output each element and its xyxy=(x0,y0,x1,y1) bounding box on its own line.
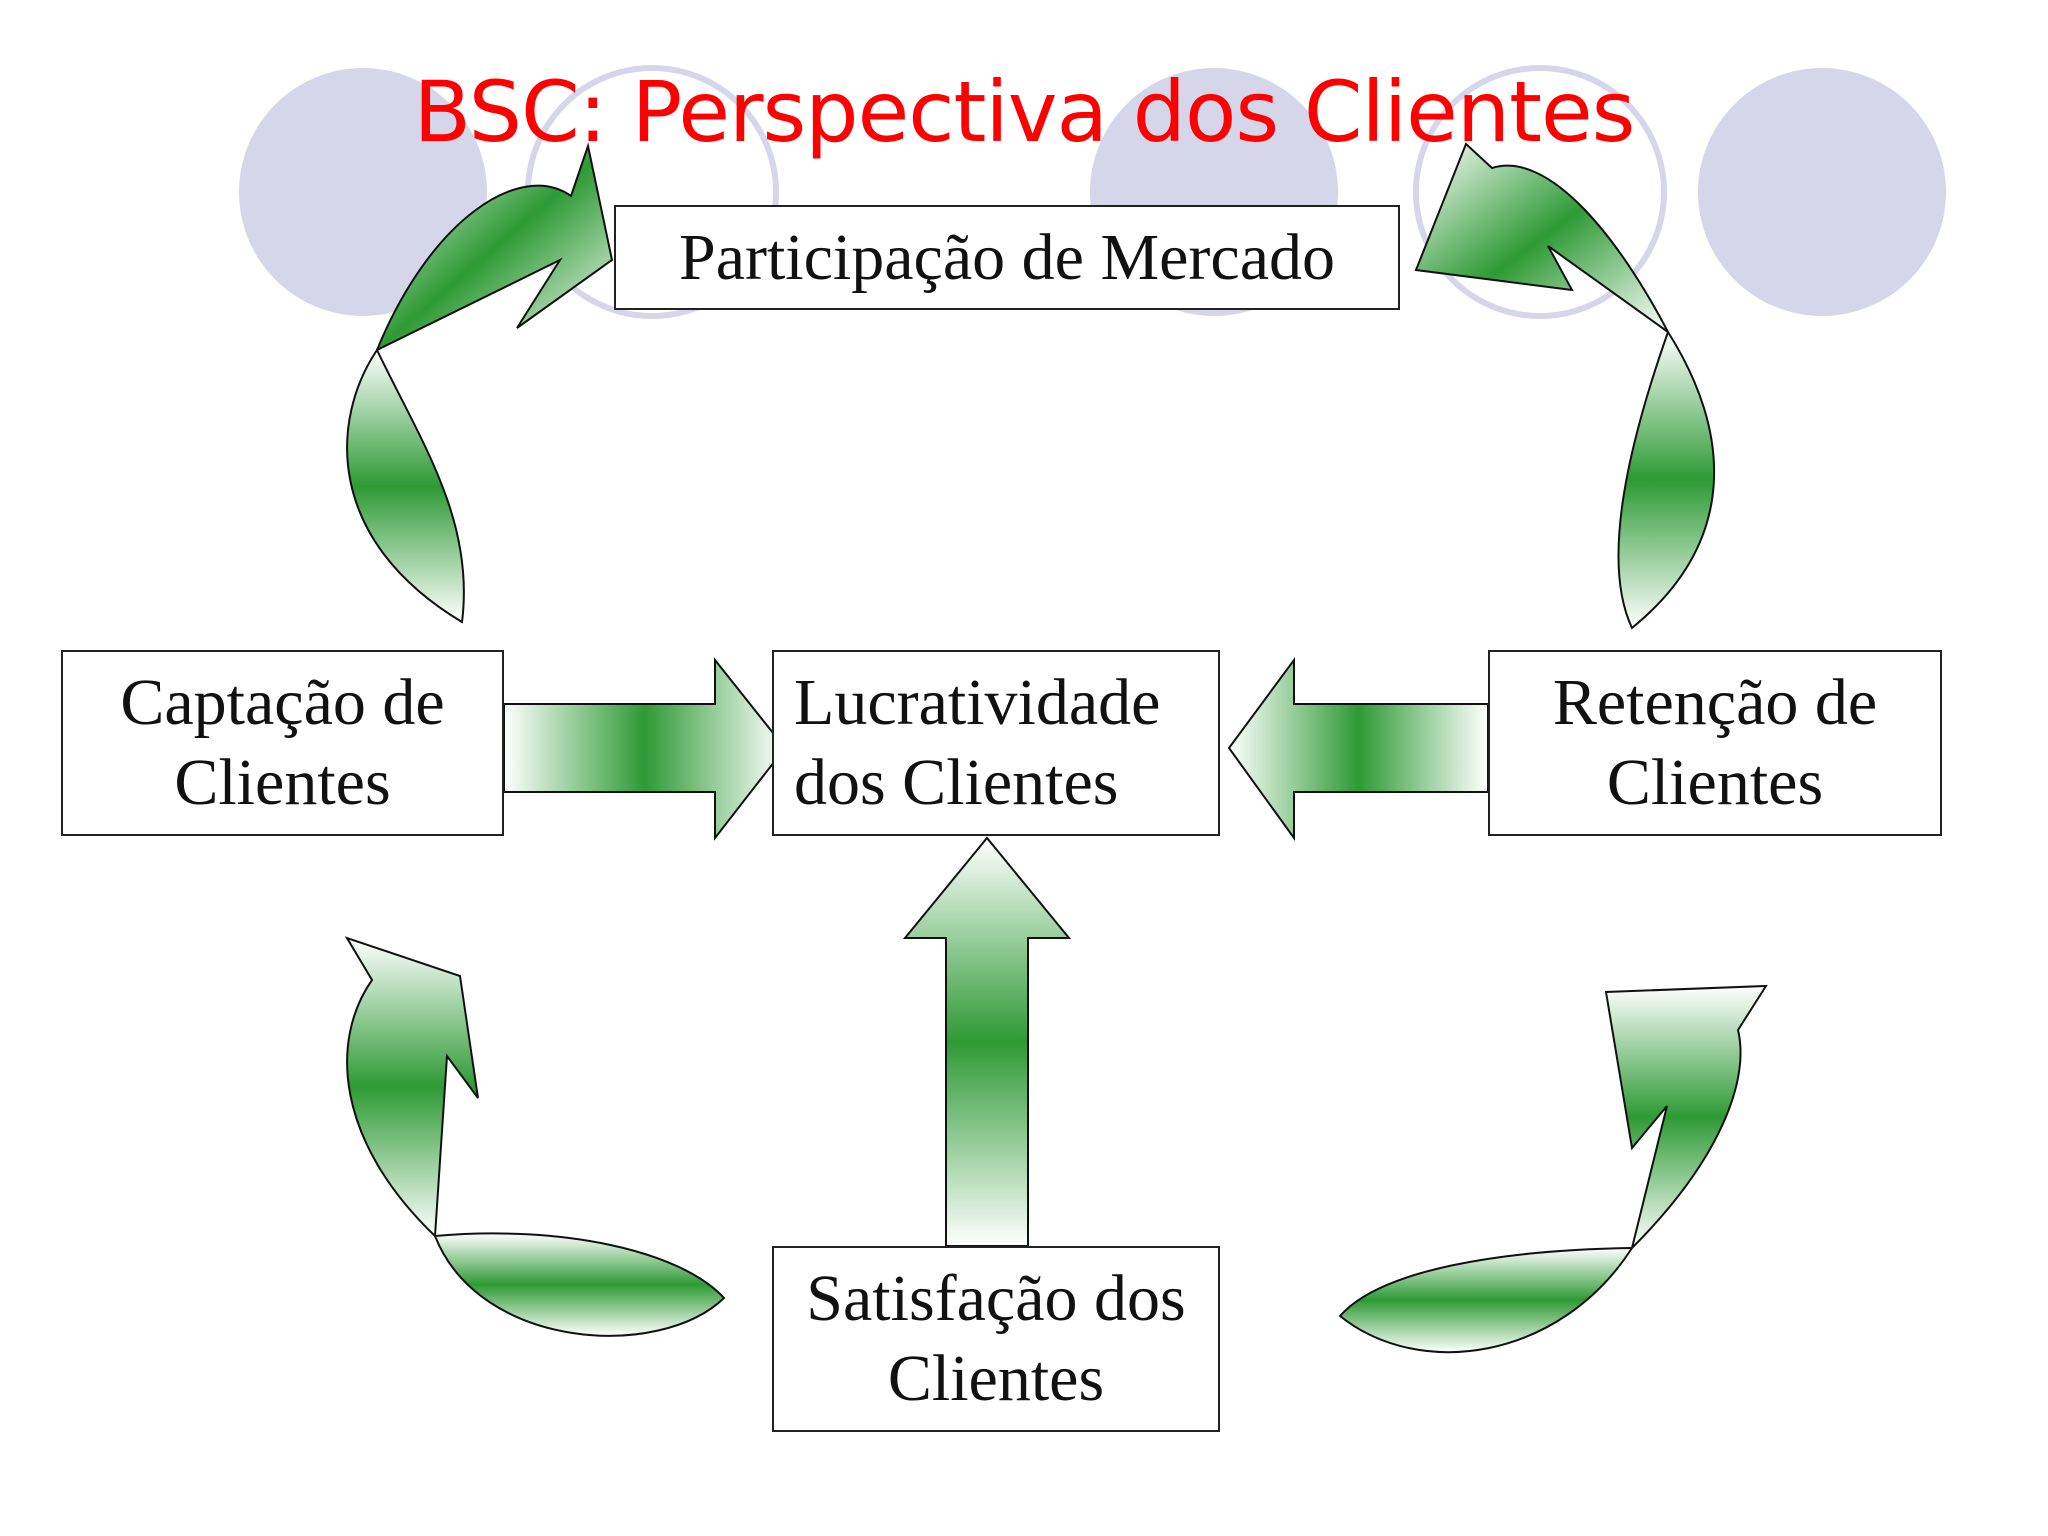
box-acquisition-line-2: Clientes xyxy=(174,746,391,819)
box-market-share: Participação de Mercado xyxy=(614,205,1400,310)
slide-title: BSC: Perspectiva dos Clientes xyxy=(413,63,1636,161)
curved-arrow-tail-top-right xyxy=(1617,329,1716,630)
curved-arrow-tail-bottom-left xyxy=(433,1232,726,1337)
curved-arrow-satisfaction-to-retention xyxy=(1604,984,1768,1252)
arrow-left-retention xyxy=(1227,656,1489,842)
box-profitability-line-1: Lucratividade xyxy=(794,666,1161,739)
curved-arrow-retention-to-market xyxy=(1414,142,1669,333)
box-customer-profitability: Lucratividade dos Clientes xyxy=(772,650,1220,836)
box-customer-retention: Retenção de Clientes xyxy=(1488,650,1942,836)
decor-circle-filled xyxy=(1698,68,1946,316)
box-retention-line-1: Retenção de xyxy=(1552,666,1878,739)
curved-arrow-satisfaction-to-acquisition xyxy=(344,936,479,1239)
decor-circle-filled xyxy=(239,68,487,316)
box-retention-line-2: Clientes xyxy=(1606,746,1824,819)
box-satisfaction-line-2: Clientes xyxy=(887,1342,1105,1415)
curved-arrow-acquisition-to-market xyxy=(375,142,614,353)
box-acquisition-line-1: Captação de xyxy=(120,666,445,739)
box-customer-satisfaction: Satisfação dos Clientes xyxy=(772,1246,1220,1432)
box-customer-acquisition: Captação de Clientes xyxy=(61,650,504,836)
box-satisfaction-line-1: Satisfação dos xyxy=(806,1262,1186,1335)
decor-circle-ring xyxy=(1413,65,1667,319)
box-market-share-label: Participação de Mercado xyxy=(678,220,1335,294)
arrow-up-satisfaction xyxy=(902,836,1072,1247)
curved-arrow-tail-top-left xyxy=(346,347,465,624)
arrow-right-acquisition xyxy=(503,657,787,841)
box-profitability-line-2: dos Clientes xyxy=(794,746,1119,819)
curved-arrow-tail-bottom-right xyxy=(1338,1246,1634,1353)
